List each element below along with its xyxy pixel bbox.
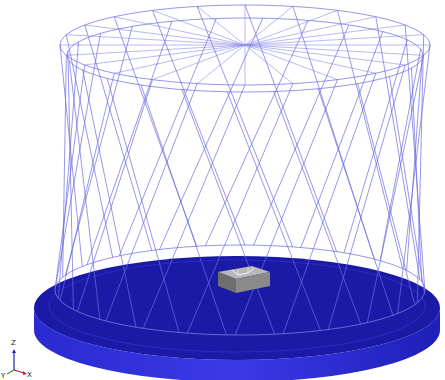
axis-triad: [7, 349, 27, 375]
axis-label: Y: [1, 373, 5, 380]
wire-strut: [56, 33, 101, 286]
wire-strut: [301, 32, 383, 248]
wire-strut: [283, 73, 376, 333]
wire-strut: [358, 84, 415, 305]
wire-strut: [338, 10, 403, 268]
wire-strut: [227, 92, 320, 331]
wire-spoke: [153, 10, 246, 45]
wire-strut: [182, 90, 275, 335]
wire-ring: [60, 5, 430, 85]
wire-spoke: [114, 17, 245, 45]
wire-strut: [55, 65, 85, 289]
wire-spoke: [197, 6, 245, 45]
wire-strut: [65, 26, 132, 275]
axis-label: X: [27, 372, 32, 379]
wire-strut: [417, 35, 423, 303]
wire-spoke: [245, 45, 424, 55]
wire-strut: [293, 6, 374, 259]
axis-label: Z: [11, 340, 16, 347]
wire-strut: [68, 51, 74, 309]
wire-strut: [367, 55, 423, 322]
wireframe-cylinder: [55, 5, 430, 335]
wire-spoke: [66, 35, 245, 45]
wire-spoke: [197, 45, 245, 84]
wire-spoke: [245, 45, 246, 85]
wire-spoke: [245, 45, 430, 46]
wire-strut: [77, 80, 152, 312]
wire-strut: [254, 25, 349, 245]
wire-ring: [55, 245, 425, 335]
wire-strut: [66, 35, 112, 258]
wire-strut: [85, 25, 152, 250]
wire-strut: [114, 17, 197, 247]
center-block: [218, 266, 270, 293]
wire-strut: [376, 17, 420, 280]
wire-strut: [160, 18, 263, 249]
wire-spoke: [245, 35, 424, 45]
wire-strut: [153, 10, 245, 245]
wire-strut: [274, 92, 361, 325]
wire-strut: [119, 18, 216, 255]
wire-strut: [235, 80, 337, 335]
wire-spoke: [245, 10, 338, 45]
wire-strut: [58, 42, 78, 299]
wire-spoke: [245, 5, 246, 45]
wire-spoke: [245, 25, 405, 45]
wire-spoke: [245, 45, 338, 80]
wire-strut: [344, 40, 407, 253]
wire-spoke: [245, 45, 376, 73]
wire-strut: [107, 78, 179, 332]
wire-strut: [328, 65, 405, 330]
wire-strut: [205, 20, 308, 245]
wire-strut: [380, 49, 421, 261]
wire-spoke: [245, 45, 293, 84]
wire-strut: [87, 21, 172, 264]
wire-spoke: [245, 6, 293, 45]
wire-spoke: [85, 45, 245, 65]
wire-spoke: [60, 45, 245, 46]
wire-strut: [405, 25, 425, 291]
